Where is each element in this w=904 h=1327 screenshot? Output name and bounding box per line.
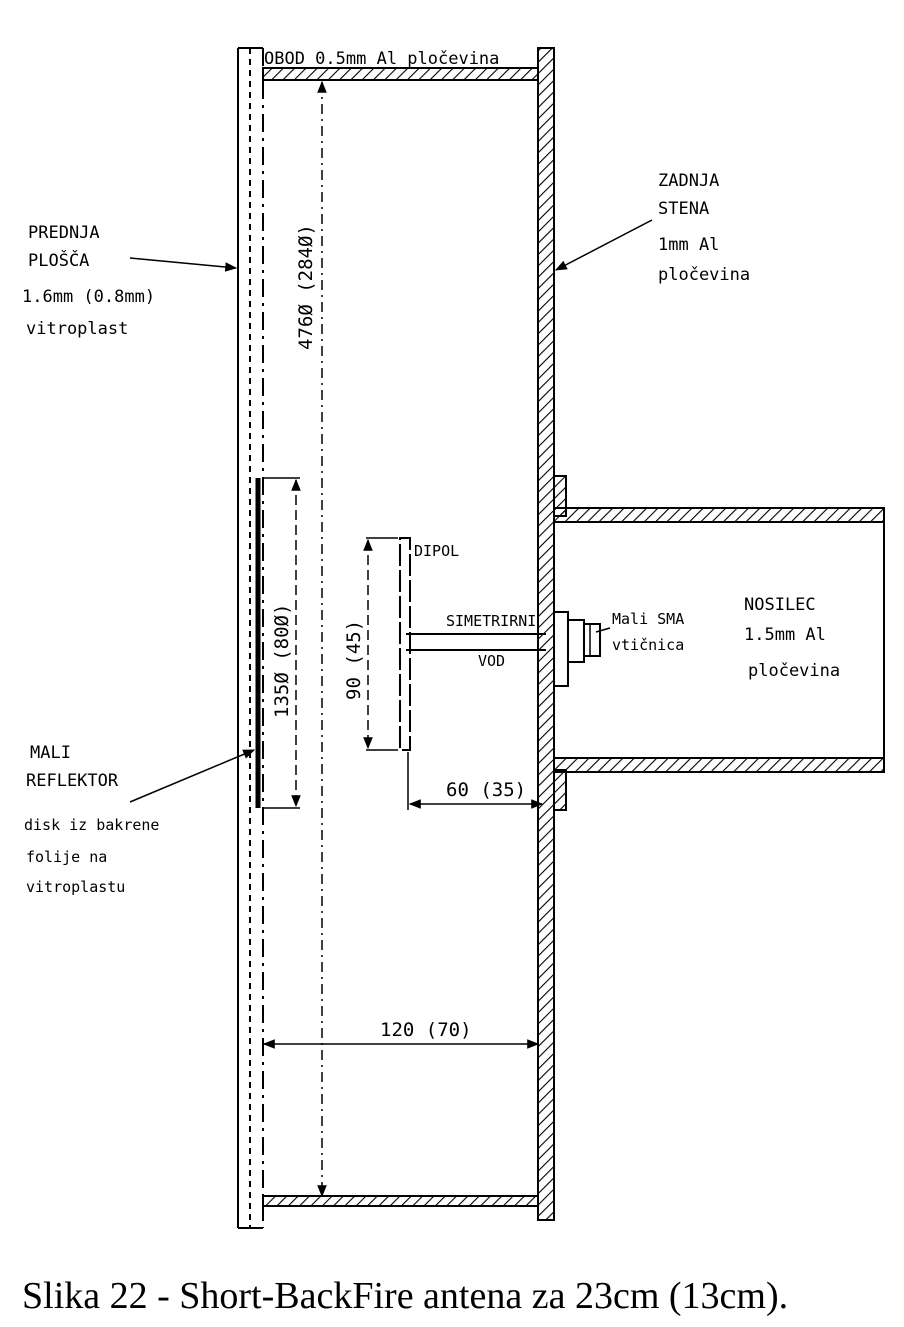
leader-sma xyxy=(595,627,611,633)
outer-diameter-label: 476Ø (284Ø) xyxy=(295,224,317,350)
reflector-label-4: folije na xyxy=(26,848,107,866)
front-plate xyxy=(237,47,264,1229)
reflector-diameter-label: 135Ø (80Ø) xyxy=(271,604,293,718)
sma-label-1: Mali SMA xyxy=(612,610,684,628)
leader-back-wall xyxy=(554,219,653,271)
dipole-spacing-label: 60 (35) xyxy=(446,779,526,801)
dim-dipole-length xyxy=(363,537,398,751)
support-label-3: pločevina xyxy=(748,661,840,681)
rim-label: OBOD 0.5mm Al pločevina xyxy=(264,49,499,69)
depth-label: 120 (70) xyxy=(380,1019,472,1041)
back-wall-label-3: 1mm Al xyxy=(658,235,719,255)
dipole-length-label: 90 (45) xyxy=(343,620,365,700)
leader-front-plate xyxy=(129,257,238,272)
front-plate-label-3: 1.6mm (0.8mm) xyxy=(22,287,155,307)
sma-label-2: vtičnica xyxy=(612,636,684,654)
rim xyxy=(262,67,539,1207)
support-label-1: NOSILEC xyxy=(744,595,816,615)
front-plate-label-2: PLOŠČA xyxy=(28,249,89,271)
reflector-label-3: disk iz bakrene xyxy=(24,816,159,834)
support-tube xyxy=(553,475,885,811)
support-label-2: 1.5mm Al xyxy=(744,625,826,645)
front-plate-label-1: PREDNJA xyxy=(28,223,100,243)
reflector-label-2: REFLEKTOR xyxy=(26,771,119,791)
back-wall-label-1: ZADNJA xyxy=(658,171,719,191)
leader-reflector xyxy=(129,749,256,803)
figure-caption: Slika 22 - Short-BackFire antena za 23cm… xyxy=(22,1275,788,1317)
back-wall-label-4: pločevina xyxy=(658,265,750,285)
reflector-label-5: vitroplastu xyxy=(26,878,125,896)
dim-reflector-diameter xyxy=(262,477,301,809)
front-plate-label-4: vitroplast xyxy=(26,319,128,339)
sma-connector xyxy=(553,611,601,687)
symline-label-1: SIMETRIRNI xyxy=(446,612,536,630)
symline-label-2: VOD xyxy=(478,652,505,670)
back-wall-label-2: STENA xyxy=(658,199,709,219)
dipole-label: DIPOL xyxy=(414,542,459,560)
dim-dipole-spacing xyxy=(407,752,544,810)
dipole xyxy=(399,537,546,751)
reflector-label-1: MALI xyxy=(30,743,71,763)
